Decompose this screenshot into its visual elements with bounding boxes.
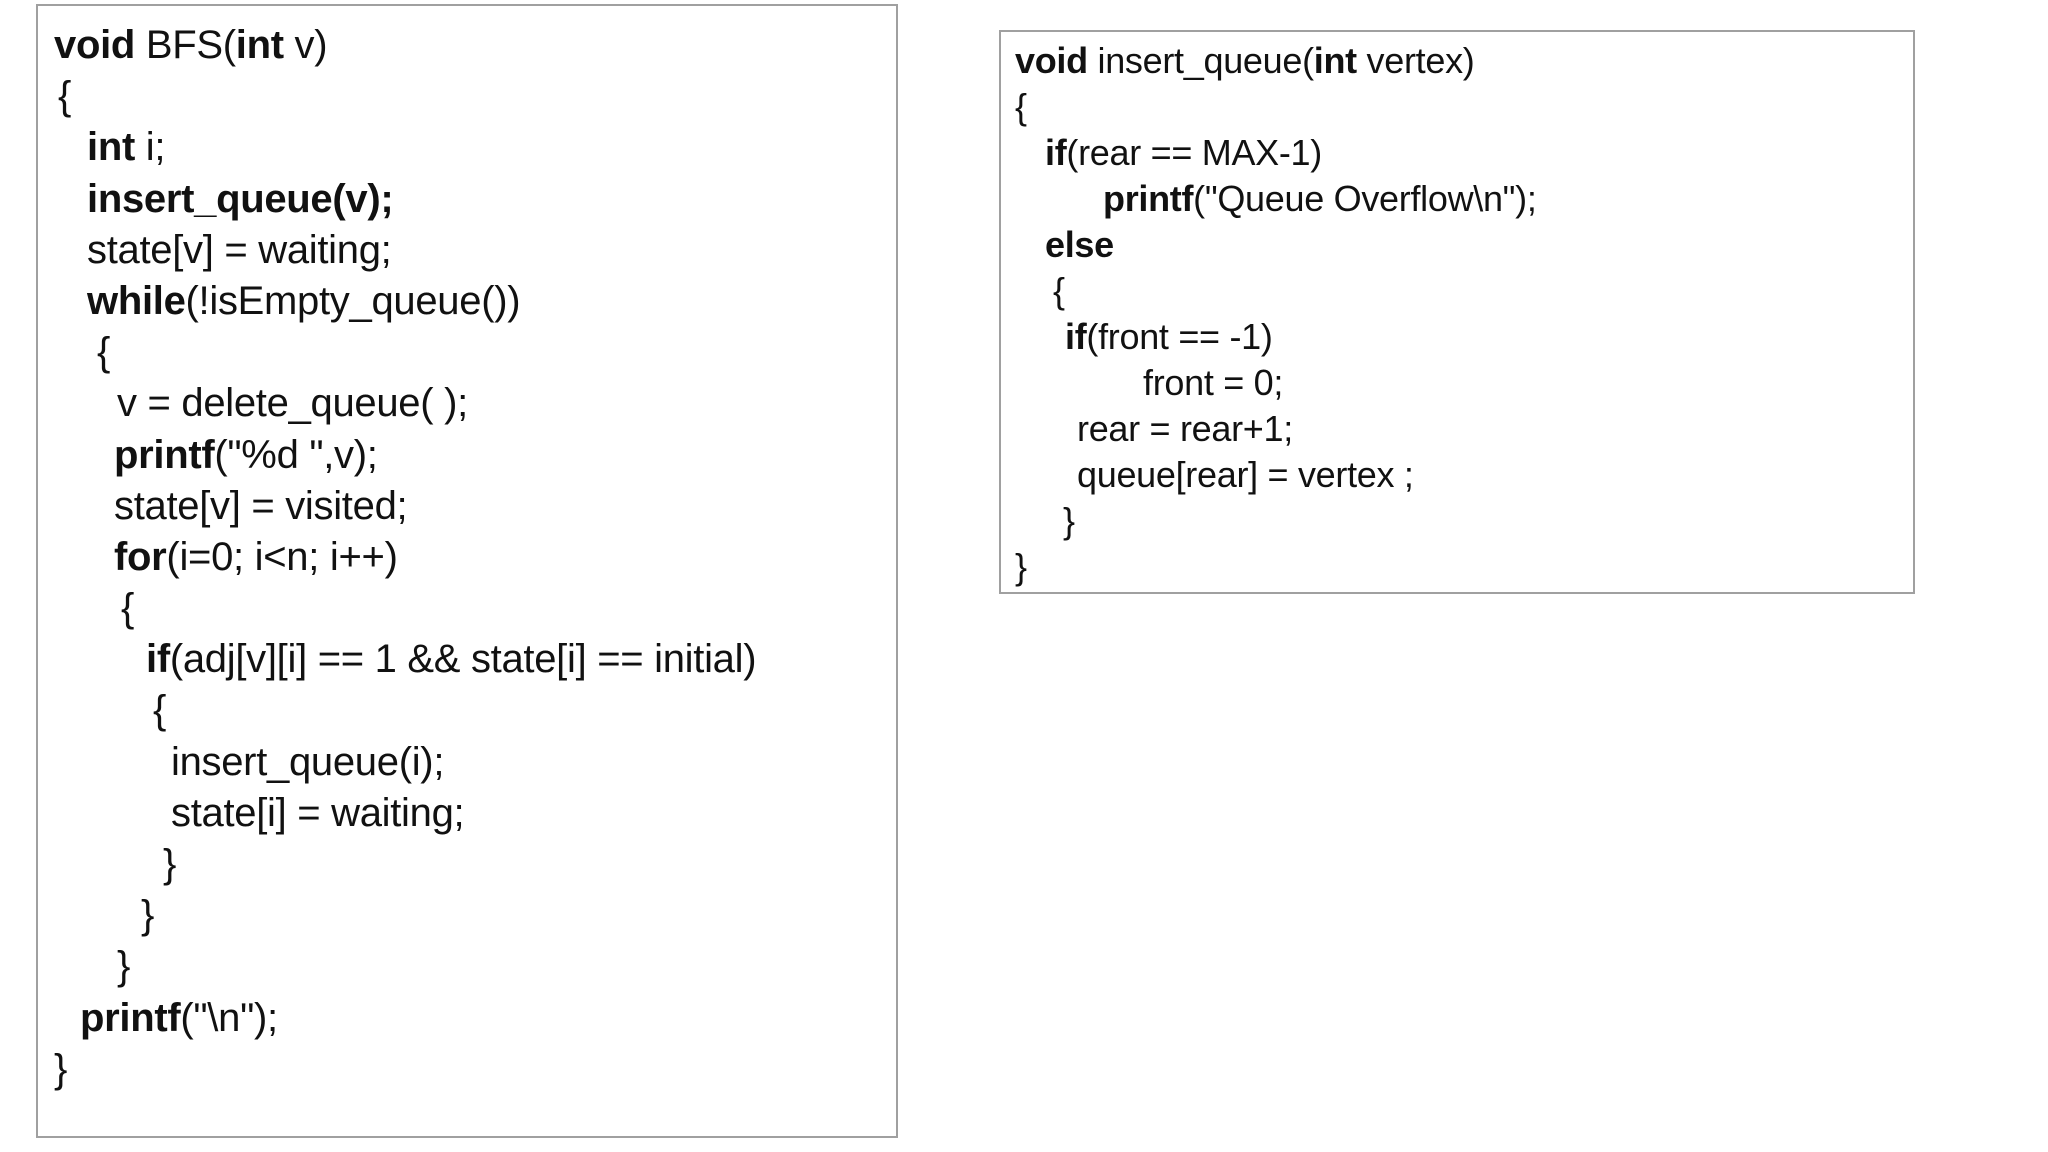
- code-line: v = delete_queue( );: [54, 378, 888, 429]
- code-text: }: [141, 893, 155, 938]
- code-text: BFS(: [135, 23, 236, 67]
- code-line: if(front == -1): [1015, 314, 1905, 360]
- code-line: else: [1015, 222, 1905, 268]
- code-line: printf("%d ",v);: [54, 430, 888, 481]
- code-text: (adj[v][i] == 1 && state[i] == initial): [169, 637, 757, 682]
- keyword-text: if: [1065, 316, 1087, 357]
- keyword-text: while: [87, 278, 186, 323]
- code-text: {: [97, 330, 111, 375]
- code-line: if(adj[v][i] == 1 && state[i] == initial…: [54, 634, 888, 685]
- keyword-text: int: [235, 23, 284, 67]
- code-line: void insert_queue(int vertex): [1015, 38, 1905, 84]
- code-text: (!isEmpty_queue()): [185, 278, 521, 323]
- code-text: rear = rear+1;: [1077, 408, 1293, 449]
- code-text: {: [58, 74, 72, 119]
- bfs-code-box: void BFS(int v){int i;insert_queue(v);st…: [36, 4, 898, 1138]
- code-line: {: [54, 685, 888, 736]
- keyword-text: void: [1015, 40, 1088, 81]
- code-text: v = delete_queue( );: [117, 381, 468, 426]
- code-line: void BFS(int v): [54, 20, 888, 71]
- code-line: insert_queue(i);: [54, 737, 888, 788]
- code-text: i;: [134, 125, 166, 170]
- code-text: {: [153, 688, 167, 733]
- code-text: (front == -1): [1086, 316, 1273, 357]
- code-line: while(!isEmpty_queue()): [54, 276, 888, 327]
- code-line: state[i] = waiting;: [54, 788, 888, 839]
- code-text: }: [1015, 546, 1027, 587]
- code-line: }: [1015, 498, 1905, 544]
- code-line: printf("\n");: [54, 993, 888, 1044]
- code-text: state[v] = visited;: [114, 483, 408, 528]
- code-text: state[i] = waiting;: [171, 790, 465, 835]
- code-line: {: [54, 71, 888, 122]
- keyword-text: printf: [80, 995, 181, 1040]
- code-line: {: [1015, 268, 1905, 314]
- code-line: state[v] = waiting;: [54, 225, 888, 276]
- code-text: state[v] = waiting;: [87, 227, 392, 272]
- keyword-text: printf: [1103, 178, 1194, 219]
- code-text: ("\n");: [180, 995, 278, 1040]
- code-line: }: [54, 839, 888, 890]
- code-text: (rear == MAX-1): [1066, 132, 1322, 173]
- code-line: {: [54, 583, 888, 634]
- code-line: for(i=0; i<n; i++): [54, 532, 888, 583]
- code-text: v): [283, 23, 328, 67]
- code-line: int i;: [54, 122, 888, 173]
- code-line: }: [54, 890, 888, 941]
- keyword-text: else: [1045, 224, 1114, 265]
- keyword-text: if: [146, 637, 170, 682]
- code-text: vertex): [1356, 40, 1475, 81]
- code-text: }: [1063, 500, 1075, 541]
- keyword-text: insert_queue(v);: [87, 176, 394, 221]
- code-line: front = 0;: [1015, 360, 1905, 406]
- code-text: ("%d ",v);: [214, 432, 378, 477]
- keyword-text: int: [87, 125, 135, 170]
- code-text: }: [54, 1046, 68, 1091]
- code-text: {: [121, 586, 135, 631]
- code-text: {: [1053, 270, 1065, 311]
- code-text: insert_queue(: [1087, 40, 1315, 81]
- keyword-text: for: [114, 534, 167, 579]
- code-text: front = 0;: [1143, 362, 1284, 403]
- code-text: queue[rear] = vertex ;: [1077, 454, 1414, 495]
- keyword-text: if: [1045, 132, 1067, 173]
- code-line: }: [54, 1044, 888, 1095]
- code-line: }: [54, 941, 888, 992]
- code-text: }: [163, 842, 177, 886]
- code-line: state[v] = visited;: [54, 481, 888, 532]
- code-text: insert_queue(i);: [171, 739, 445, 784]
- code-line: }: [1015, 544, 1905, 590]
- code-line: queue[rear] = vertex ;: [1015, 452, 1905, 498]
- code-text: {: [1015, 86, 1027, 127]
- code-text: }: [117, 944, 131, 989]
- code-line: if(rear == MAX-1): [1015, 130, 1905, 176]
- code-text: (i=0; i<n; i++): [166, 534, 398, 579]
- keyword-text: int: [1313, 40, 1357, 81]
- keyword-text: printf: [114, 432, 215, 477]
- code-line: rear = rear+1;: [1015, 406, 1905, 452]
- code-line: {: [54, 327, 888, 378]
- keyword-text: void: [54, 23, 136, 67]
- code-text: ("Queue Overflow\n");: [1193, 178, 1537, 219]
- code-line: insert_queue(v);: [54, 174, 888, 225]
- insert-queue-code-box: void insert_queue(int vertex){if(rear ==…: [999, 30, 1915, 594]
- code-line: {: [1015, 84, 1905, 130]
- code-line: printf("Queue Overflow\n");: [1015, 176, 1905, 222]
